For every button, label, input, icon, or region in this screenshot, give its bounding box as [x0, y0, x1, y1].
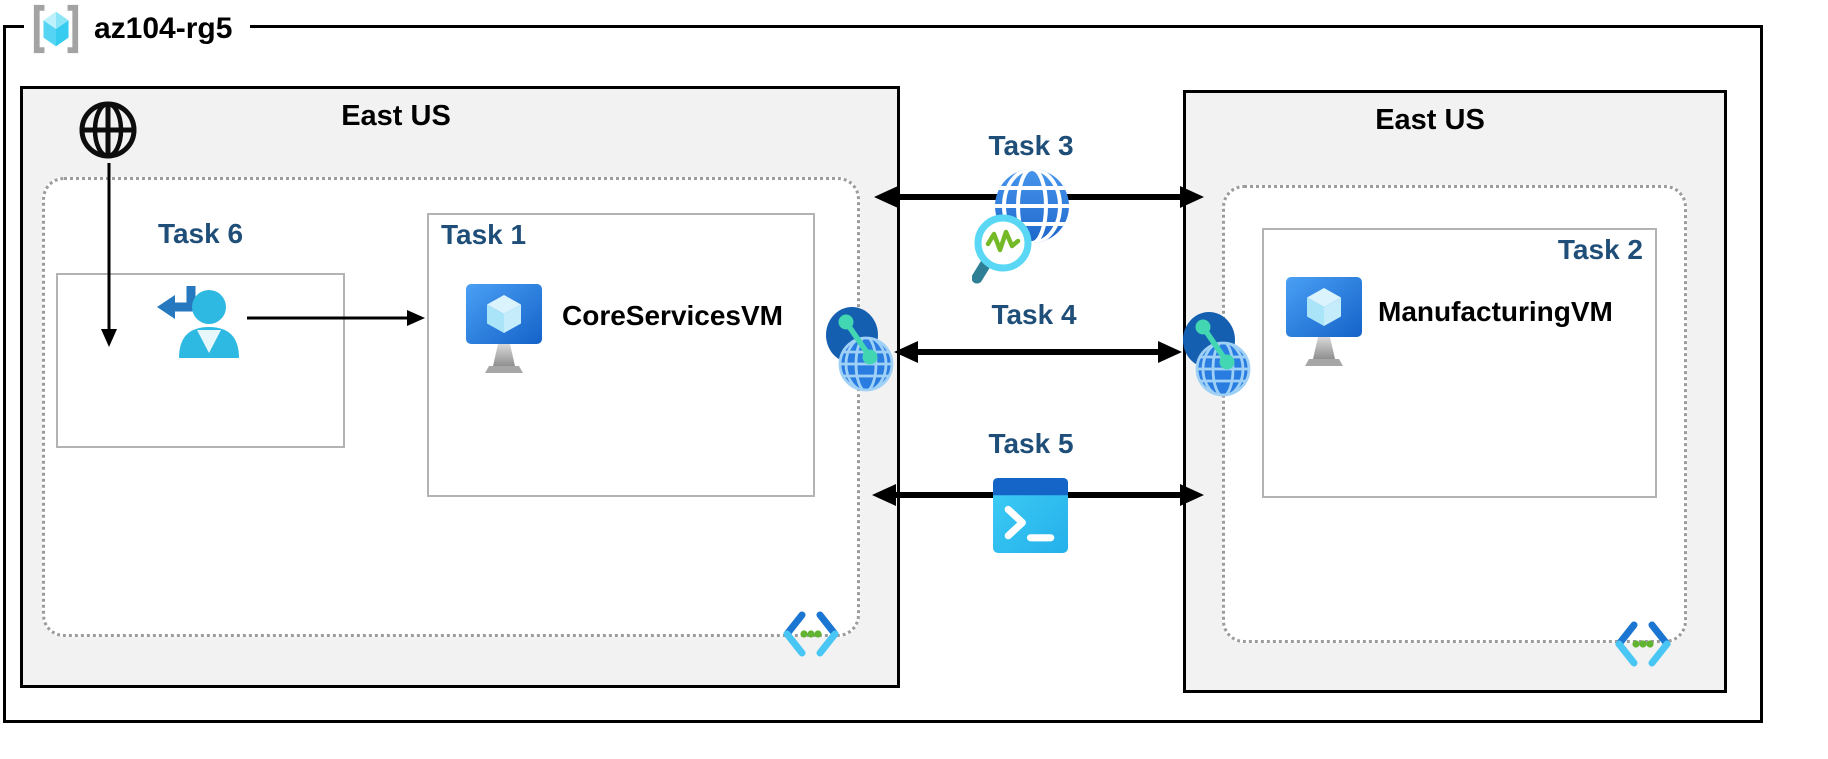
- resource-group-box: [3, 25, 1763, 723]
- task6-label: Task 6: [157, 218, 244, 249]
- coreservices-vm-name: CoreServicesVM: [562, 300, 784, 331]
- vnet-peering-icon-right: [1183, 312, 1251, 397]
- task2-label: Task 2: [1557, 234, 1643, 265]
- sign-in-user-icon: [157, 286, 239, 358]
- internet-globe-icon: [79, 101, 137, 159]
- vm-icon-manufacturing: [1286, 277, 1362, 366]
- cloud-shell-icon: [993, 478, 1068, 553]
- task1-box: [427, 213, 815, 497]
- resource-group-name: az104-rg5: [94, 12, 233, 45]
- region-right-title: East US: [1375, 104, 1485, 136]
- manufacturing-vm-name: ManufacturingVM: [1378, 296, 1613, 327]
- resource-group-title: az104-rg5: [24, 0, 251, 58]
- vnet-peering-icon-left: [826, 307, 894, 392]
- task5-label: Task 5: [988, 428, 1074, 459]
- resource-group-icon: [33, 4, 79, 54]
- task4-label: Task 4: [991, 299, 1077, 330]
- vm-icon-coreservices: [466, 284, 542, 373]
- vnet-icon-right: [1615, 621, 1671, 667]
- task3-label: Task 3: [988, 130, 1074, 161]
- region-left-title: East US: [341, 100, 451, 132]
- task1-label: Task 1: [441, 219, 527, 250]
- vnet-icon-left: [783, 611, 839, 657]
- network-watcher-icon: [972, 169, 1069, 284]
